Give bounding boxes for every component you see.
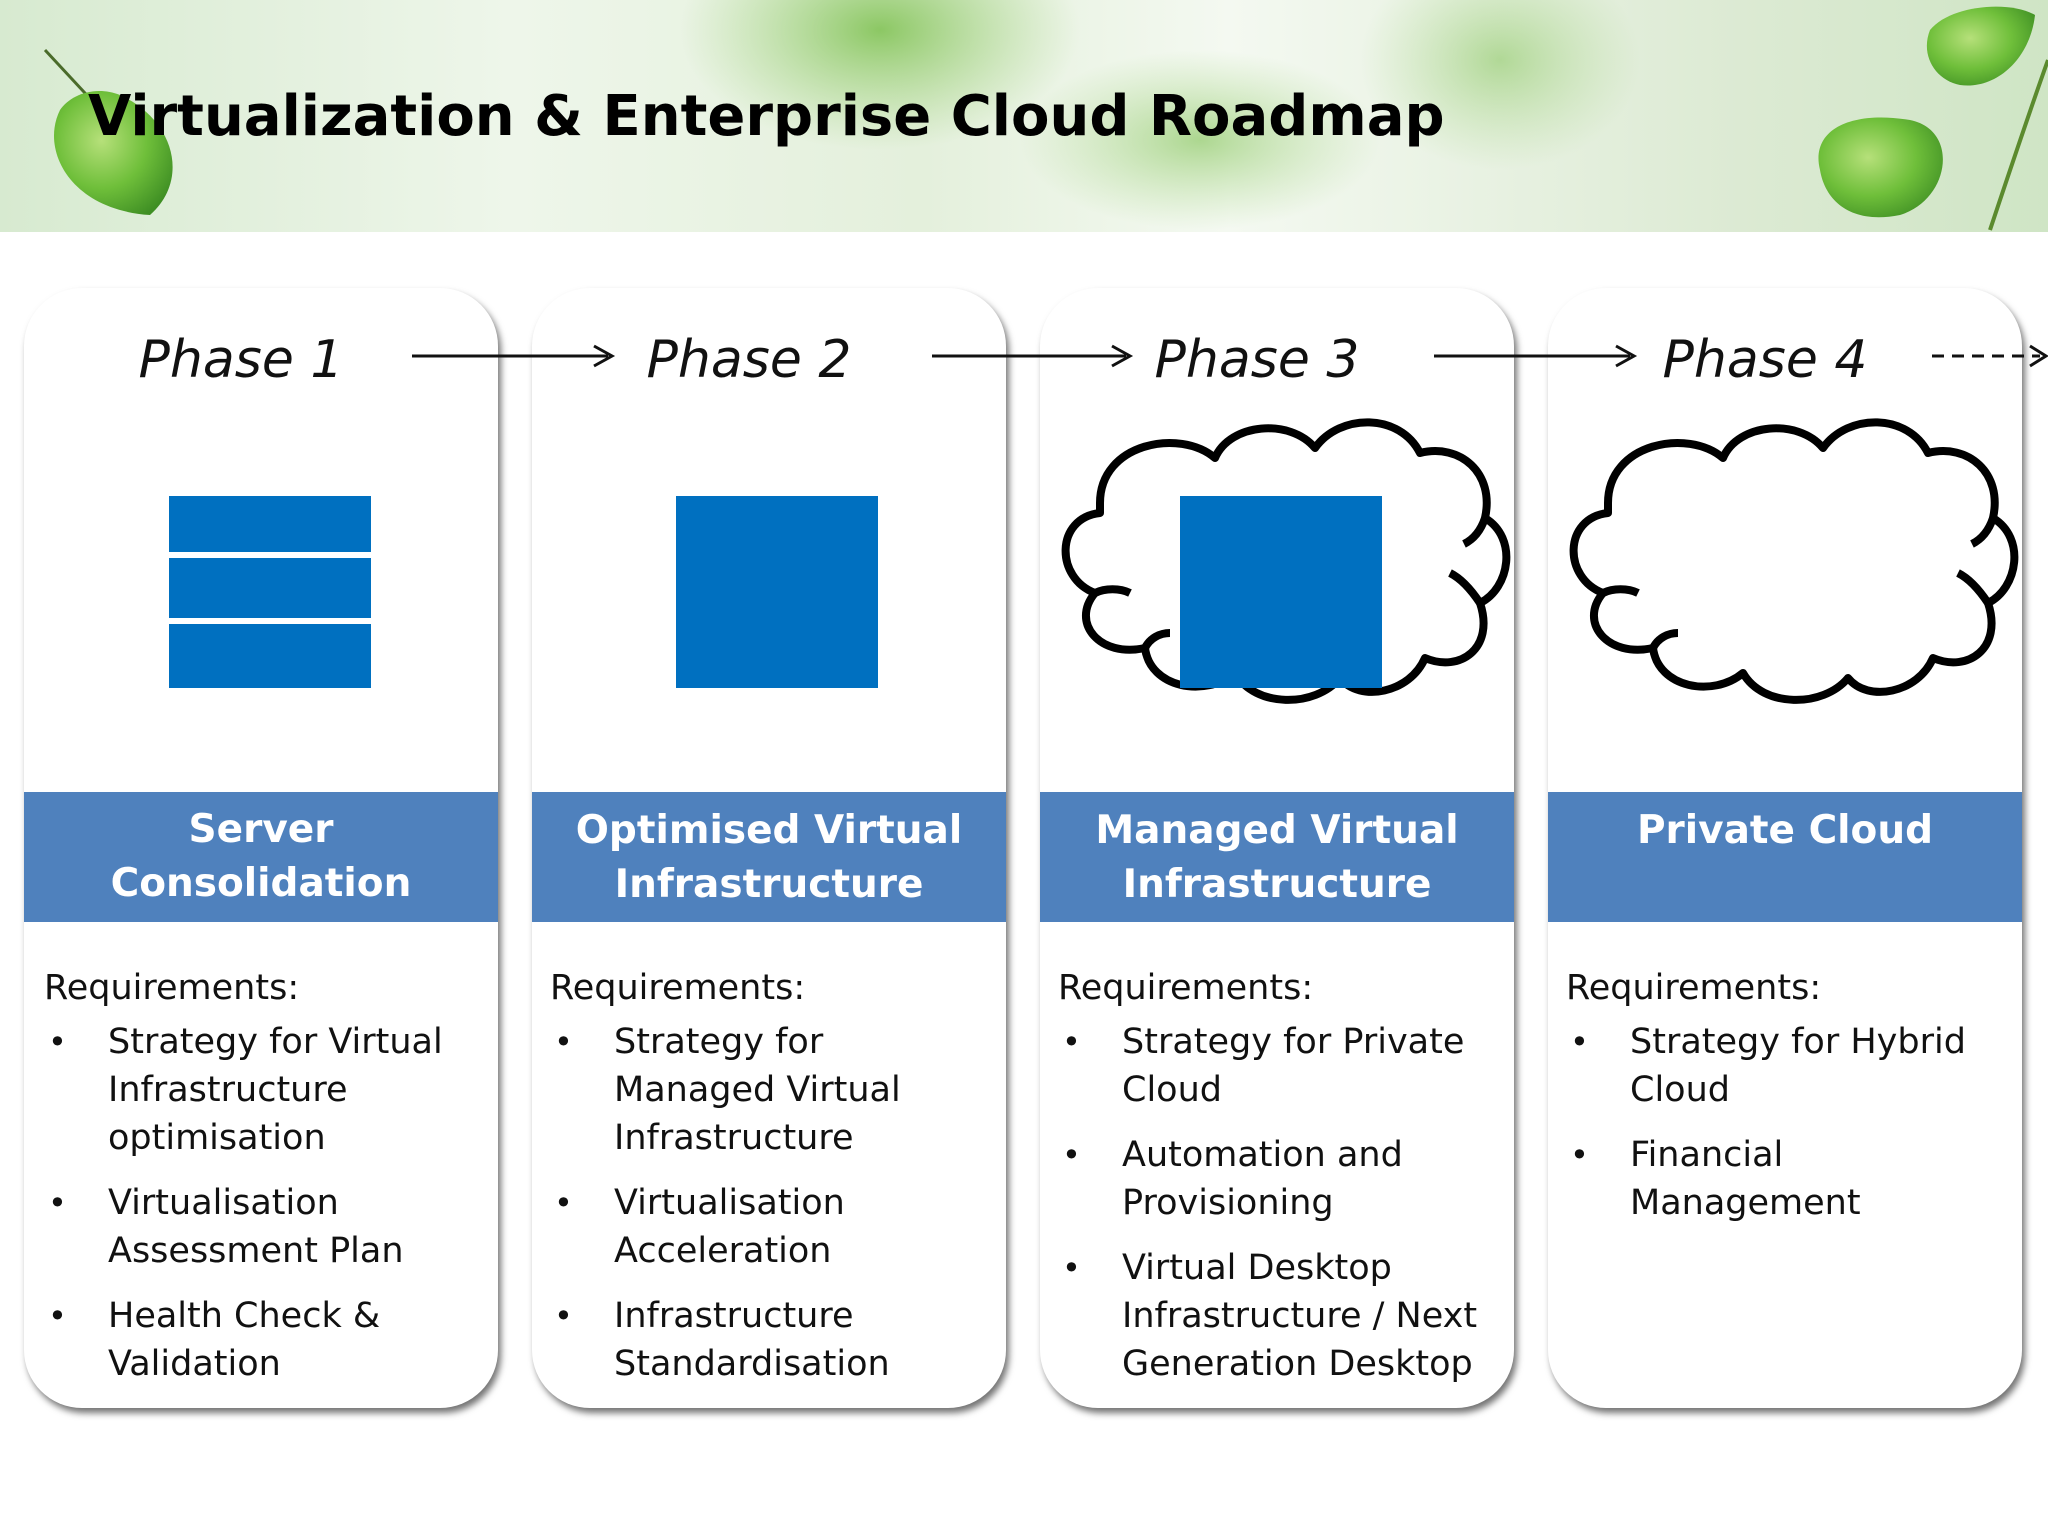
list-item: Virtualisation Acceleration <box>550 1179 988 1275</box>
phase-name-band: Server Consolidation <box>24 792 498 922</box>
list-item: Virtual Desktop Infrastructure / Next Ge… <box>1058 1244 1496 1388</box>
page-title: Virtualization & Enterprise Cloud Roadma… <box>88 84 1445 149</box>
phase-label: Phase 1 <box>138 330 344 390</box>
consolidated-block-icon <box>676 496 878 688</box>
phase-card-1: Phase 1 Server Consolidation Requirement… <box>24 288 498 1408</box>
requirements-list: Strategy for Virtual Infrastructure opti… <box>44 1018 480 1405</box>
requirements-heading: Requirements: <box>44 968 300 1008</box>
requirements-list: Strategy for Private Cloud Automation an… <box>1058 1018 1496 1405</box>
list-item: Strategy for Private Cloud <box>1058 1018 1496 1114</box>
requirements-heading: Requirements: <box>1058 968 1314 1008</box>
stacked-servers-icon <box>169 496 371 688</box>
list-item: Virtualisation Assessment Plan <box>44 1179 480 1275</box>
header-banner: Virtualization & Enterprise Cloud Roadma… <box>0 0 2048 232</box>
phase-card-3: Phase 3 Managed Virtual Infrastructure R… <box>1040 288 1514 1408</box>
list-item: Infrastructure Standardisation <box>550 1292 988 1388</box>
phase-card-2: Phase 2 Optimised Virtual Infrastructure… <box>532 288 1006 1408</box>
list-item: Strategy for Hybrid Cloud <box>1566 1018 2004 1114</box>
list-item: Automation and Provisioning <box>1058 1131 1496 1227</box>
requirements-list: Strategy for Hybrid Cloud Financial Mana… <box>1566 1018 2004 1244</box>
list-item: Financial Management <box>1566 1131 2004 1227</box>
list-item: Strategy for Virtual Infrastructure opti… <box>44 1018 480 1162</box>
block-in-cloud-icon <box>1061 418 1511 704</box>
list-item: Health Check & Validation <box>44 1292 480 1388</box>
phase-name-band: Optimised Virtual Infrastructure <box>532 792 1006 922</box>
phase-label: Phase 3 <box>1154 330 1360 390</box>
phase-label: Phase 4 <box>1662 330 1868 390</box>
phase-name-band: Managed Virtual Infrastructure <box>1040 792 1514 922</box>
requirements-heading: Requirements: <box>550 968 806 1008</box>
requirements-heading: Requirements: <box>1566 968 1822 1008</box>
phase-name-band: Private Cloud <box>1548 792 2022 922</box>
list-item: Strategy for Managed Virtual Infrastruct… <box>550 1018 988 1162</box>
leaf-decoration <box>43 0 2048 231</box>
cloud-icon <box>1569 418 2019 704</box>
requirements-list: Strategy for Managed Virtual Infrastruct… <box>550 1018 988 1405</box>
phase-card-4: Phase 4 Private Cloud Requirements: Stra… <box>1548 288 2022 1408</box>
phase-label: Phase 2 <box>646 330 852 390</box>
